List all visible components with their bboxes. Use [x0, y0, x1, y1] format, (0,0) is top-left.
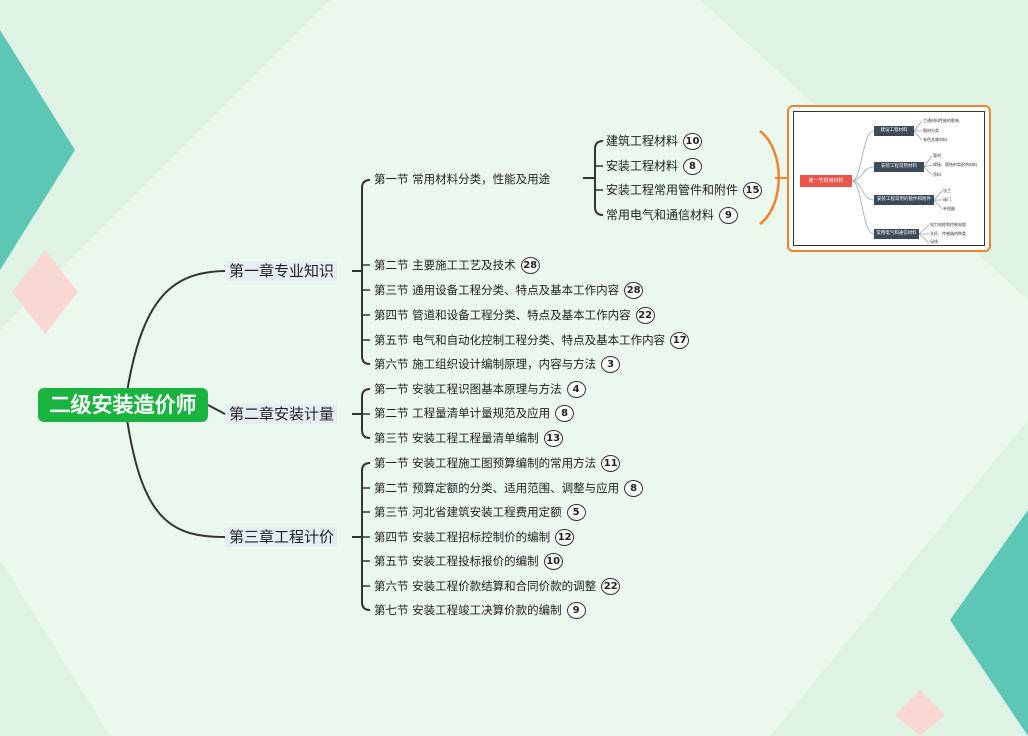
thumbnail-leaf: 法兰 — [943, 188, 951, 193]
section-label: 第三节 河北省建筑安装工程费用定额 — [374, 505, 562, 519]
section-node[interactable]: 第二节 工程量清单计量规范及应用 8 — [374, 404, 575, 422]
count-badge: 28 — [624, 281, 644, 299]
chapter-1-node[interactable]: 第一章专业知识 — [226, 261, 338, 281]
count-badge: 15 — [743, 181, 763, 199]
section-node[interactable]: 第一节 常用材料分类，性能及用途 — [374, 170, 550, 188]
count-badge: 28 — [520, 256, 540, 274]
subsection-node[interactable]: 常用电气和通信材料 9 — [606, 206, 739, 224]
count-badge: 5 — [566, 503, 586, 521]
thumbnail-node: 常用电气和通信材料 — [874, 229, 919, 239]
subsection-node[interactable]: 安装工程常用管件和附件 15 — [606, 181, 763, 199]
chapter-2-node[interactable]: 第二章安装计量 — [226, 404, 338, 424]
thumbnail-node: 安装工程常用材料 — [874, 162, 924, 172]
section-node[interactable]: 第二节 预算定额的分类、适用范围、调整与应用 8 — [374, 479, 644, 497]
thumbnail-leaf: 母线 — [930, 239, 938, 244]
count-badge: 22 — [601, 577, 621, 595]
thumbnail-node: 建设工程材料 — [874, 126, 914, 136]
count-badge: 22 — [635, 306, 655, 324]
thumbnail-root-node: 第一节常用材料 — [800, 175, 852, 187]
section-label: 第二节 工程量清单计量规范及应用 — [374, 406, 551, 420]
count-badge: 8 — [683, 157, 703, 175]
count-badge: 8 — [624, 479, 644, 497]
section-node[interactable]: 第三节 安装工程工程量清单编制 13 — [374, 429, 563, 447]
section-node[interactable]: 第五节 电气和自动化控制工程分类、特点及基本工作内容 17 — [374, 331, 690, 349]
count-badge: 10 — [683, 132, 703, 150]
thumbnail-leaf: 管材 — [933, 153, 941, 158]
section-node[interactable]: 第六节 施工组织设计编制原理，内容与方法 3 — [374, 355, 621, 373]
section-label: 第七节 安装工程竣工决算价款的编制 — [374, 603, 562, 617]
subsection-label: 安装工程材料 — [606, 159, 679, 173]
thumbnail-leaf: 有色金属材料 — [923, 137, 947, 142]
count-badge: 3 — [601, 355, 621, 373]
count-badge: 10 — [543, 552, 563, 570]
count-badge: 4 — [566, 380, 586, 398]
thumbnail-leaf: 阀门 — [943, 197, 951, 202]
thumbnail-leaf: 电力电缆和控制电缆 — [930, 222, 966, 227]
section-label: 第二节 预算定额的分类、适用范围、调整与应用 — [374, 481, 620, 495]
thumbnail-lines — [851, 120, 943, 244]
subsection-label: 常用电气和通信材料 — [606, 208, 715, 222]
chapter-3-node[interactable]: 第三章工程计价 — [226, 527, 338, 547]
subsection-node[interactable]: 建筑工程材料 10 — [606, 132, 703, 150]
count-badge: 13 — [543, 429, 563, 447]
section-label: 第三节 安装工程工程量清单编制 — [374, 431, 539, 445]
thumbnail-leaf: 补偿器 — [943, 206, 955, 211]
section-label: 第二节 主要施工工艺及技术 — [374, 258, 516, 272]
section-node[interactable]: 第三节 河北省建筑安装工程费用定额 5 — [374, 503, 586, 521]
section-node[interactable]: 第七节 安装工程竣工决算价款的编制 9 — [374, 601, 586, 619]
section-label: 第一节 常用材料分类，性能及用途 — [374, 172, 551, 186]
count-badge: 11 — [601, 454, 621, 472]
section-node[interactable]: 第一节 安装工程识图基本原理与方法 4 — [374, 380, 586, 398]
section-label: 第一节 安装工程施工图预算编制的常用方法 — [374, 456, 597, 470]
count-badge: 9 — [719, 206, 739, 224]
subsection-node[interactable]: 安装工程材料 8 — [606, 157, 703, 175]
subsection-label: 建筑工程材料 — [606, 134, 679, 148]
section-label: 第三节 通用设备工程分类、特点及基本工作内容 — [374, 283, 620, 297]
count-badge: 12 — [555, 528, 575, 546]
section-node[interactable]: 第三节 通用设备工程分类、特点及基本工作内容 28 — [374, 281, 644, 299]
section-label: 第六节 施工组织设计编制原理，内容与方法 — [374, 357, 597, 371]
section-label: 第六节 安装工程价款结算和合同价款的调整 — [374, 579, 597, 593]
section-label: 第一节 安装工程识图基本原理与方法 — [374, 382, 562, 396]
section-label: 第五节 电气和自动化控制工程分类、特点及基本工作内容 — [374, 333, 666, 347]
thumbnail-leaf: 光纤、传感器的种类 — [930, 231, 966, 236]
section-label: 第四节 安装工程招标控制价的编制 — [374, 530, 551, 544]
thumbnail-canvas: 第一节常用材料 建设工程材料 安装工程常用材料 安装工程常用的管件和附件 常用电… — [793, 111, 985, 246]
thumbnail-leaf: 涂料 — [933, 172, 941, 177]
thumbnail-node: 安装工程常用的管件和附件 — [874, 195, 934, 205]
thumbnail-leaf: 兰通材料性能的影响 — [923, 118, 959, 123]
section-node[interactable]: 第四节 安装工程招标控制价的编制 12 — [374, 528, 575, 546]
thumbnail-leaf: 钢材分类 — [923, 128, 939, 133]
count-badge: 17 — [670, 331, 690, 349]
section-label: 第五节 安装工程投标报价的编制 — [374, 554, 539, 568]
thumbnail-preview[interactable]: 第一节常用材料 建设工程材料 安装工程常用材料 安装工程常用的管件和附件 常用电… — [787, 105, 991, 252]
section-node[interactable]: 第五节 安装工程投标报价的编制 10 — [374, 552, 563, 570]
section-node[interactable]: 第六节 安装工程价款结算和合同价款的调整 22 — [374, 577, 621, 595]
section-node[interactable]: 第二节 主要施工工艺及技术 28 — [374, 256, 540, 274]
section-label: 第四节 管道和设备工程分类、特点及基本工作内容 — [374, 308, 631, 322]
root-node[interactable]: 二级安装造价师 — [38, 388, 208, 422]
count-badge: 9 — [566, 601, 586, 619]
section-node[interactable]: 第一节 安装工程施工图预算编制的常用方法 11 — [374, 454, 621, 472]
thumbnail-leaf: 焊接、腐蚀剂和耐热材料 — [933, 162, 977, 167]
count-badge: 8 — [555, 404, 575, 422]
section-node[interactable]: 第四节 管道和设备工程分类、特点及基本工作内容 22 — [374, 306, 655, 324]
subsection-label: 安装工程常用管件和附件 — [606, 183, 739, 197]
